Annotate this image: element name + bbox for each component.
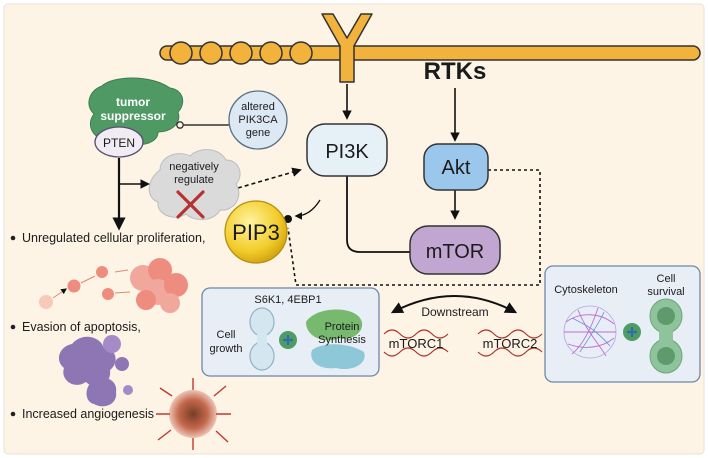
akt-node: Akt — [423, 143, 489, 191]
mtor-node: mTOR — [409, 225, 501, 275]
proliferating-cells-icon — [39, 258, 188, 313]
mtor-label: mTOR — [426, 241, 485, 263]
outcome-item-3: Increased angiogenesis — [22, 407, 154, 421]
pi3k-label: PI3K — [325, 141, 369, 163]
negatively-regulate-line2: regulate — [174, 174, 214, 186]
downstream-label: Downstream — [421, 305, 488, 319]
pten-label: PTEN — [103, 136, 135, 150]
mtorc1-effects-panel: S6K1, 4EBP1 Cell growth Protein Synthesi… — [201, 287, 380, 377]
outcome-item-1: Unregulated cellular proliferation, — [22, 231, 205, 245]
plus-icon-2 — [627, 327, 637, 337]
pik3ca-line2: PIK3CA — [238, 114, 278, 126]
mtorc2-effects-panel: Cytoskeleton Cell survival — [544, 265, 701, 383]
pik3ca-gene-node: altered PIK3CA gene — [228, 90, 288, 150]
s6k1-label: S6K1, 4EBP1 — [254, 294, 321, 306]
outcome-list: Unregulated cellular proliferation, Evas… — [10, 231, 205, 421]
tumor-vessel-icon — [156, 378, 231, 450]
negatively-regulate-cloud: negatively regulate — [148, 149, 241, 220]
cell-survival-line1: Cell — [657, 273, 676, 285]
plus-icon — [283, 335, 293, 345]
pik3ca-line1: altered — [241, 101, 275, 113]
rtks-label: RTKs — [424, 58, 487, 85]
cytoskeleton-label: Cytoskeleton — [554, 284, 618, 296]
negatively-regulate-line1: negatively — [169, 161, 219, 173]
mtorc1-label: mTORC1 — [389, 336, 444, 351]
mtorc1-node: mTORC1 — [383, 329, 449, 357]
tumor-suppressor-line2: suppressor — [100, 109, 166, 123]
cell-growth-line2: growth — [209, 343, 242, 355]
pten-effect-arrows — [112, 158, 150, 231]
pip3-label: PIP3 — [232, 220, 280, 245]
cell-survival-line2: survival — [647, 286, 684, 298]
akt-label: Akt — [442, 157, 471, 179]
cell-membrane — [159, 41, 701, 65]
dividing-cell-icon — [249, 307, 275, 371]
red-x-icon — [176, 190, 205, 219]
cell-growth-line1: Cell — [217, 329, 236, 341]
mtorc2-node: mTORC2 — [477, 329, 543, 357]
pathway-connectors — [237, 84, 541, 314]
outcome-item-2: Evasion of apoptosis, — [22, 320, 141, 334]
protein-synthesis-line2: Synthesis — [318, 334, 366, 346]
cytoskeleton-icon — [563, 305, 617, 359]
rtk-receptor-icon — [321, 13, 373, 83]
mtorc2-label: mTORC2 — [483, 336, 538, 351]
tumor-suppressor-icon: tumor suppressor — [88, 77, 184, 150]
tumor-suppressor-line1: tumor — [116, 95, 150, 109]
pten-node: PTEN — [94, 126, 144, 158]
apoptotic-cells-icon — [58, 335, 133, 407]
protein-icon — [306, 309, 365, 370]
survival-cell-icon — [649, 298, 683, 374]
pi3k-node: PI3K — [306, 123, 388, 177]
pik3ca-line3: gene — [246, 127, 270, 139]
protein-synthesis-line1: Protein — [325, 321, 360, 333]
pip3-node: PIP3 — [224, 200, 288, 264]
